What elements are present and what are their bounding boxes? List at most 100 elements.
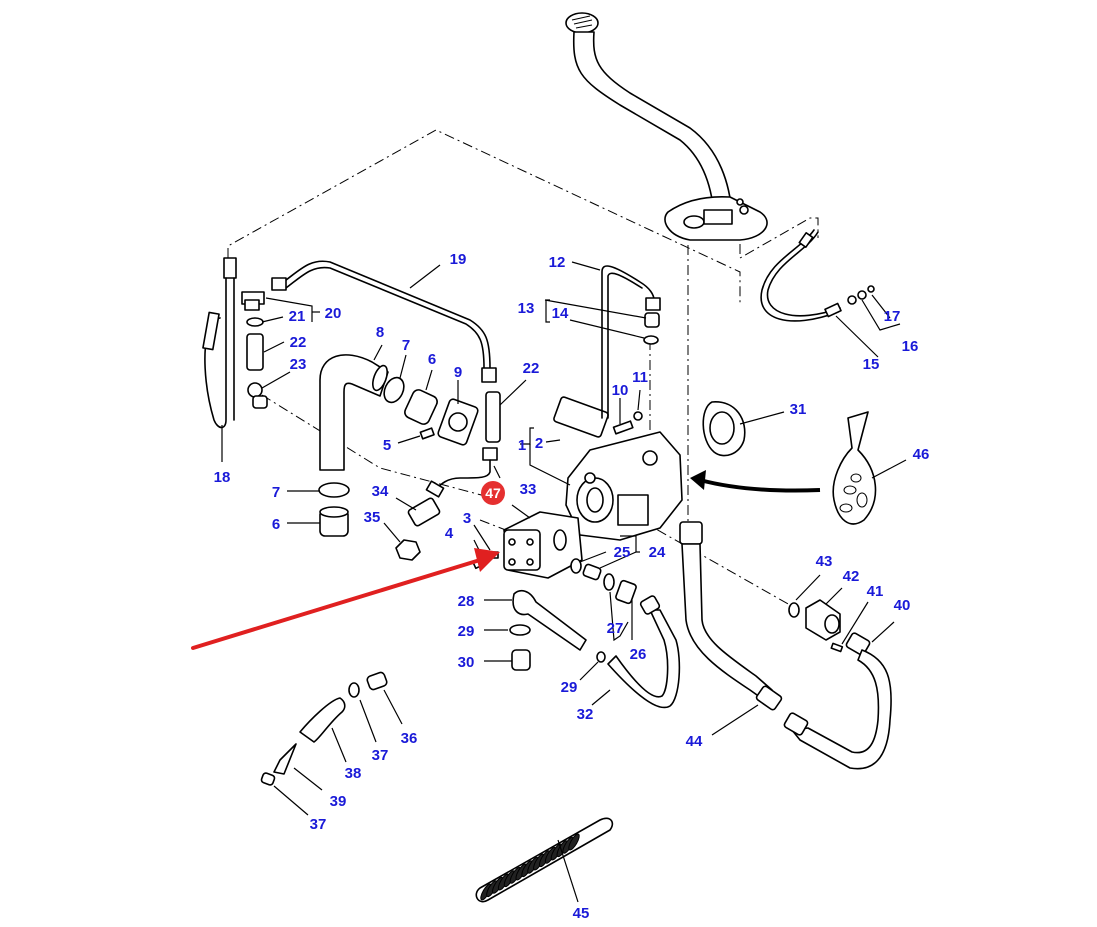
part-37-clamp-lower[interactable]	[260, 772, 276, 786]
part-38-hose[interactable]	[299, 697, 346, 743]
part-36-fitting[interactable]	[366, 671, 388, 691]
part-18-hose[interactable]	[202, 257, 237, 429]
part-26-adapter[interactable]	[615, 579, 637, 605]
part-12-pipe[interactable]	[601, 265, 661, 419]
part-43-oring[interactable]	[788, 602, 800, 618]
label-43[interactable]: 43	[816, 553, 833, 570]
part-39-nozzle[interactable]	[273, 743, 297, 775]
part-27-oring[interactable]	[603, 573, 615, 591]
label-37-lower[interactable]: 37	[310, 816, 327, 833]
label-36[interactable]: 36	[401, 730, 418, 747]
part-22-adapter-right[interactable]	[485, 391, 501, 443]
part-40-pipe[interactable]	[783, 632, 892, 770]
part-41-pin[interactable]	[830, 642, 844, 653]
part-33-pipe[interactable]	[425, 447, 498, 498]
part-46-seal-kit-bag[interactable]	[832, 411, 877, 525]
part-10-bolt[interactable]	[612, 420, 634, 435]
label-13[interactable]: 13	[518, 300, 535, 317]
part-29-clamp[interactable]	[509, 624, 531, 636]
label-28[interactable]: 28	[458, 593, 475, 610]
label-41[interactable]: 41	[867, 583, 884, 600]
label-40[interactable]: 40	[894, 597, 911, 614]
label-39[interactable]: 39	[330, 793, 347, 810]
part-6-adapter[interactable]	[403, 388, 439, 426]
part-32-hose[interactable]	[607, 595, 681, 709]
part-34-fitting[interactable]	[407, 497, 441, 527]
label-32[interactable]: 32	[577, 706, 594, 723]
part-29-clamp-lower[interactable]	[596, 651, 606, 663]
part-15-hose[interactable]	[760, 229, 857, 322]
part-47-gear-pump[interactable]	[503, 511, 583, 579]
part-19-pipe[interactable]	[271, 260, 497, 383]
part-7-clamp[interactable]	[380, 374, 407, 405]
label-30[interactable]: 30	[458, 654, 475, 671]
part-47-badge[interactable]: 47	[481, 481, 505, 505]
part-23-elbow[interactable]	[247, 382, 268, 409]
part-28-hose[interactable]	[512, 589, 587, 651]
part-35-nut[interactable]	[395, 539, 421, 561]
part-14-oring[interactable]	[643, 335, 659, 345]
label-46[interactable]: 46	[913, 446, 930, 463]
filler-tube[interactable]	[565, 12, 768, 241]
label-34[interactable]: 34	[372, 483, 389, 500]
label-20[interactable]: 20	[325, 305, 342, 322]
label-37-upper[interactable]: 37	[372, 747, 389, 764]
label-18[interactable]: 18	[214, 469, 231, 486]
label-38[interactable]: 38	[345, 765, 362, 782]
label-42[interactable]: 42	[843, 568, 860, 585]
part-5-bolt[interactable]	[419, 427, 435, 440]
label-3[interactable]: 3	[463, 510, 471, 527]
part-30-fitting[interactable]	[511, 649, 531, 671]
part-20-elbow[interactable]	[241, 291, 265, 311]
label-12[interactable]: 12	[549, 254, 566, 271]
label-16[interactable]: 16	[902, 338, 919, 355]
part-6-fitting-lower[interactable]	[319, 506, 349, 537]
label-6-lower[interactable]: 6	[272, 516, 280, 533]
part-7-clamp-lower[interactable]	[318, 482, 350, 498]
label-22-left[interactable]: 22	[290, 334, 307, 351]
part-9-flange[interactable]	[437, 398, 479, 446]
label-29-left[interactable]: 29	[458, 623, 475, 640]
label-11[interactable]: 11	[632, 369, 648, 386]
label-24[interactable]: 24	[649, 544, 666, 561]
label-33[interactable]: 33	[520, 481, 537, 498]
label-1[interactable]: 1	[518, 437, 526, 454]
label-44[interactable]: 44	[686, 733, 703, 750]
label-8[interactable]: 8	[376, 324, 384, 341]
part-45-spring-guard[interactable]	[475, 817, 614, 903]
part-1-main-pump[interactable]	[565, 431, 683, 541]
label-7-lower[interactable]: 7	[272, 484, 280, 501]
label-23[interactable]: 23	[290, 356, 307, 373]
part-16-17-fittings[interactable]	[857, 285, 875, 300]
part-42-flange[interactable]	[805, 599, 841, 641]
part-31-gasket[interactable]	[702, 401, 746, 457]
part-25-oring[interactable]	[570, 558, 582, 574]
label-31[interactable]: 31	[790, 401, 807, 418]
label-29-lower[interactable]: 29	[561, 679, 578, 696]
label-9[interactable]: 9	[454, 364, 462, 381]
label-6-upper[interactable]: 6	[428, 351, 436, 368]
label-7-upper[interactable]: 7	[402, 337, 410, 354]
label-14[interactable]: 14	[552, 305, 569, 322]
label-26[interactable]: 26	[630, 646, 647, 663]
part-14-adapter[interactable]	[644, 312, 660, 328]
part-21-oring[interactable]	[246, 317, 264, 327]
label-19[interactable]: 19	[450, 251, 467, 268]
label-27[interactable]: 27	[607, 620, 624, 637]
label-17[interactable]: 17	[884, 308, 901, 325]
part-24-adapter[interactable]	[582, 563, 602, 581]
label-5[interactable]: 5	[383, 437, 391, 454]
part-22-adapter[interactable]	[246, 333, 264, 371]
part-8-hose[interactable]	[319, 354, 390, 471]
part-2-solenoid[interactable]	[553, 396, 609, 438]
label-22-right[interactable]: 22	[523, 360, 540, 377]
part-44-hose[interactable]	[679, 521, 783, 711]
label-21[interactable]: 21	[289, 308, 306, 325]
label-25[interactable]: 25	[614, 544, 631, 561]
label-35[interactable]: 35	[364, 509, 381, 526]
label-10[interactable]: 10	[612, 382, 629, 399]
part-11-washer[interactable]	[633, 411, 643, 421]
label-15[interactable]: 15	[863, 356, 880, 373]
label-2[interactable]: 2	[535, 435, 543, 452]
label-4[interactable]: 4	[445, 525, 454, 542]
